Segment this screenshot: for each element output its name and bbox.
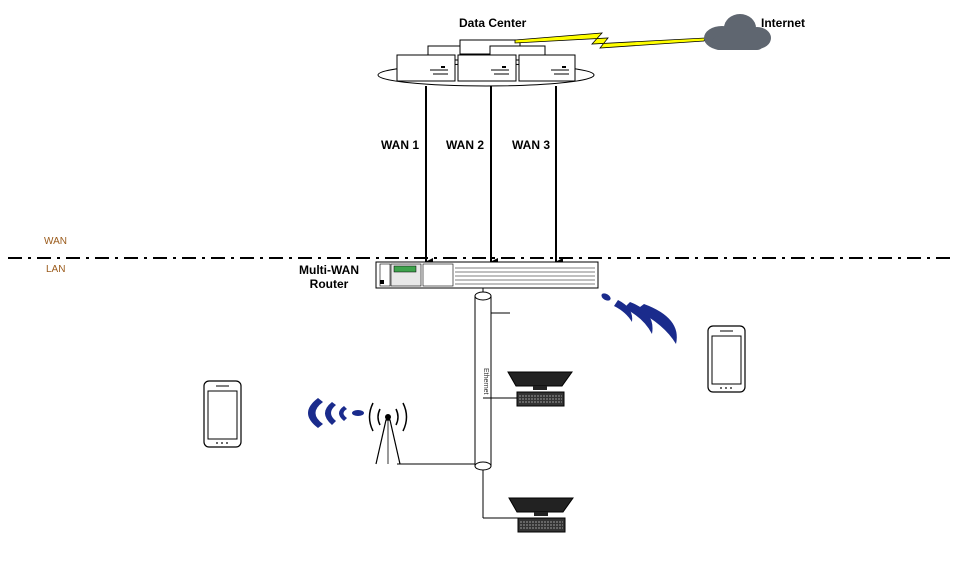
wan3-label: WAN 3 bbox=[512, 138, 551, 152]
server-icon bbox=[396, 54, 456, 82]
workstation-icon bbox=[508, 497, 574, 533]
cloud-icon bbox=[704, 14, 771, 50]
router-label: Multi-WAN Router bbox=[296, 263, 362, 291]
wan-zone-label: WAN bbox=[44, 236, 67, 247]
data-center-servers bbox=[396, 39, 576, 82]
router-label-line1: Multi-WAN bbox=[299, 263, 359, 277]
router-icon bbox=[375, 261, 599, 289]
workstation-icon bbox=[507, 371, 573, 407]
router-label-line2: Router bbox=[309, 277, 349, 291]
wan2-label: WAN 2 bbox=[446, 138, 485, 152]
wireless-signal-icon bbox=[601, 293, 677, 344]
antenna-tower-icon bbox=[368, 402, 408, 465]
wan1-label: WAN 1 bbox=[381, 138, 420, 152]
server-icon bbox=[518, 54, 576, 82]
ethernet-label: Ethernet bbox=[482, 368, 489, 395]
server-icon bbox=[457, 54, 517, 82]
internet-label: Internet bbox=[761, 16, 806, 30]
wireless-signal-icon bbox=[308, 398, 364, 428]
smartphone-icon bbox=[203, 380, 242, 448]
data-center-label: Data Center bbox=[459, 16, 527, 30]
ethernet-backbone bbox=[474, 288, 492, 471]
lightning-link-icon bbox=[514, 32, 706, 49]
lan-zone-label: LAN bbox=[46, 264, 66, 275]
smartphone-icon bbox=[707, 325, 746, 393]
